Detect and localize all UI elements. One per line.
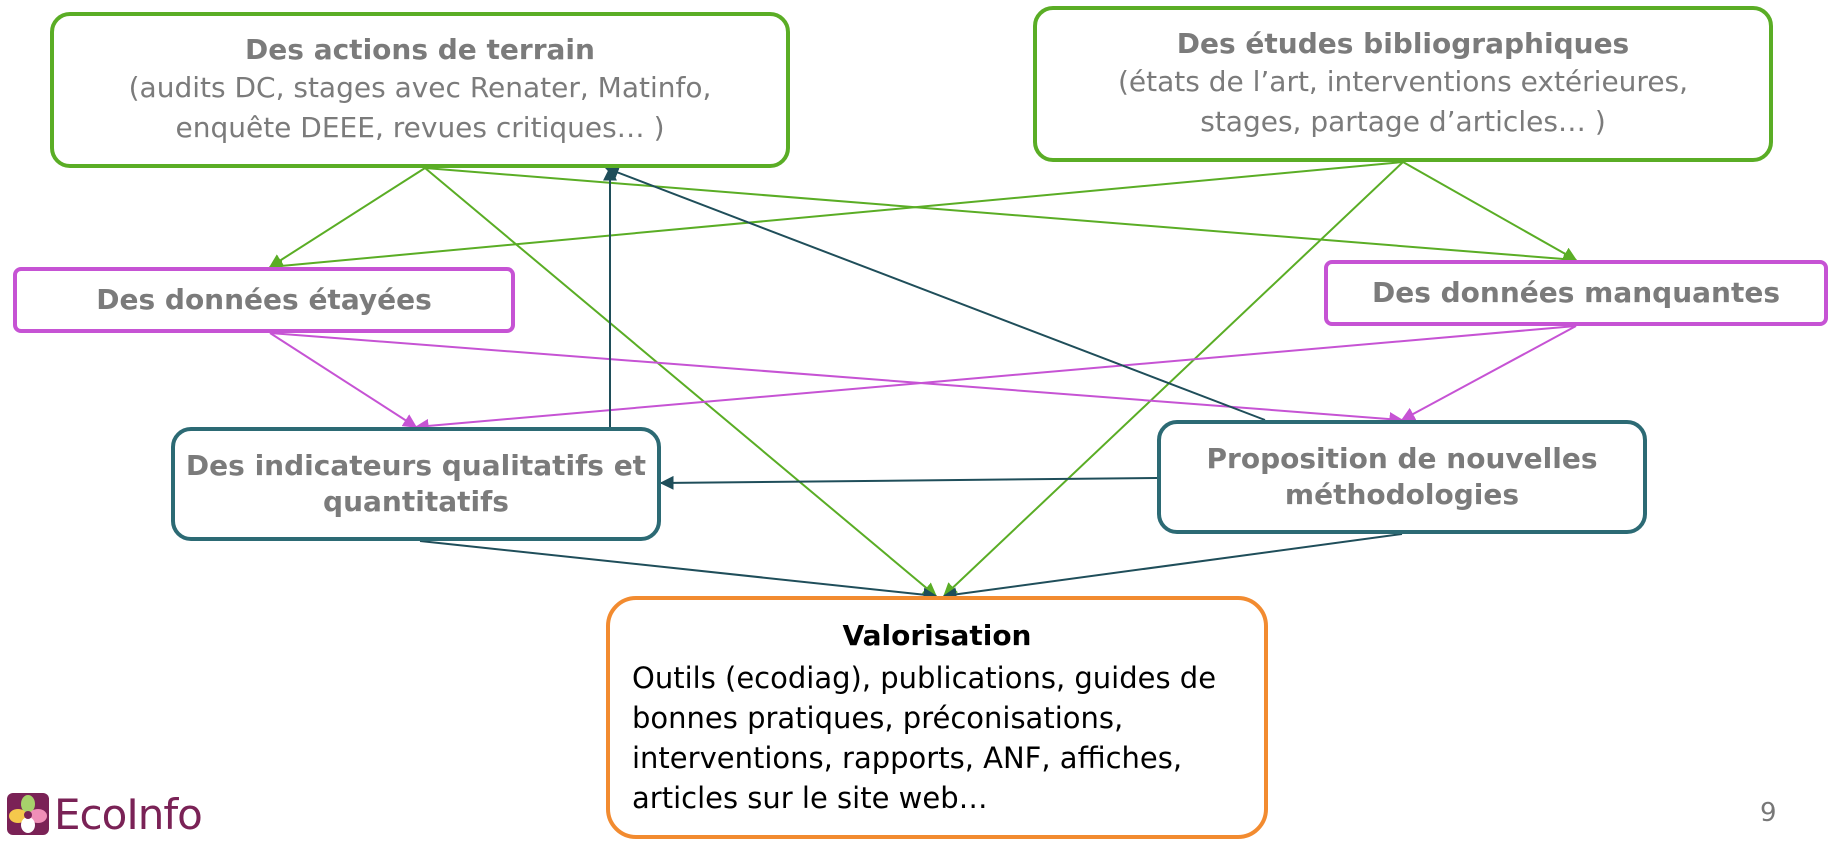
- node-manquantes-title: Des données manquantes: [1371, 276, 1781, 309]
- node-valorisation-line-1: Outils (ecodiag), publications, guides d…: [632, 660, 1217, 695]
- node-biblio-line-1: (états de l’art, interventions extérieur…: [1117, 65, 1689, 98]
- arrow-methodologies-to-indicateurs: [659, 475, 1158, 490]
- node-terrain-line-2: enquête DEEE, revues critiques… ): [175, 111, 665, 144]
- arrow-manquantes-to-methodologies: [1400, 325, 1577, 421]
- arrow-biblio-to-manquantes: [1402, 161, 1578, 261]
- node-valorisation-title: Valorisation: [842, 618, 1032, 652]
- node-biblio-title: Des études bibliographiques: [1176, 27, 1630, 60]
- node-methodologies: Proposition de nouvelles méthodologies: [1157, 420, 1647, 534]
- node-valorisation-line-4: articles sur le site web…: [632, 780, 988, 815]
- node-indicateurs-line-2: quantitatifs: [323, 485, 509, 518]
- node-terrain-title: Des actions de terrain: [245, 33, 595, 66]
- arrow-biblio-to-valorisation: [942, 161, 1404, 597]
- arrow-indicateurs-to-valorisation: [419, 540, 938, 602]
- arrow-terrain-to-manquantes: [424, 167, 1578, 266]
- arrow-biblio-to-etayees: [268, 161, 1404, 273]
- node-biblio-line-2: stages, partage d’articles… ): [1200, 105, 1606, 138]
- logo-text: EcoInfo: [54, 789, 203, 839]
- leaf-logo-icon: [7, 793, 49, 835]
- node-terrain-line-1: (audits DC, stages avec Renater, Matinfo…: [128, 71, 712, 104]
- arrow-terrain-to-valorisation: [424, 167, 938, 597]
- arrow-terrain-to-etayees: [268, 167, 426, 268]
- node-etayees-title: Des données étayées: [96, 283, 432, 316]
- arrow-methodologies-to-valorisation: [942, 533, 1403, 602]
- node-valorisation-line-2: bonnes pratiques, préconisations,: [632, 700, 1124, 735]
- node-valorisation-line-3: interventions, rapports, ANF, affiches,: [632, 740, 1183, 775]
- arrow-etayees-to-indicateurs: [269, 332, 418, 428]
- node-indicateurs: Des indicateurs qualitatifs et quantitat…: [171, 427, 661, 541]
- node-biblio: Des études bibliographiques (états de l’…: [1033, 6, 1773, 162]
- page-number: 9: [1760, 798, 1777, 828]
- node-methodologies-line-1: Proposition de nouvelles: [1206, 442, 1598, 475]
- node-manquantes: Des données manquantes: [1324, 260, 1828, 326]
- node-terrain: Des actions de terrain (audits DC, stage…: [50, 12, 790, 168]
- node-etayees: Des données étayées: [13, 267, 515, 333]
- node-methodologies-line-2: méthodologies: [1284, 478, 1520, 511]
- node-valorisation: Valorisation Outils (ecodiag), publicati…: [606, 596, 1268, 839]
- ecoinfo-logo: EcoInfo: [6, 789, 203, 839]
- arrow-manquantes-to-indicateurs: [414, 325, 1577, 433]
- arrow-etayees-to-methodologies: [269, 332, 1404, 427]
- arrow-methodologies-to-terrain: [604, 165, 1266, 421]
- node-indicateurs-line-1: Des indicateurs qualitatifs et: [185, 449, 647, 482]
